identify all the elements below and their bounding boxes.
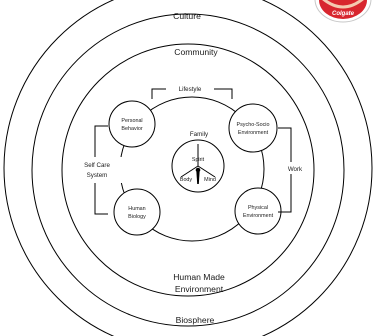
community-label: Community — [174, 47, 218, 57]
spirit-label: Spirit — [192, 157, 205, 163]
body-label: Body — [180, 177, 193, 183]
human-biology-label-line1: Human — [128, 206, 145, 212]
human-biology-node — [113, 188, 161, 236]
self-care-label-line2: System — [87, 172, 108, 179]
self-care-label-bg — [72, 157, 122, 183]
psycho-socio-label-line1: Psycho-Socio — [237, 122, 270, 128]
personal-behavior-label-line1: Personal — [121, 118, 142, 124]
personal-behavior-node — [108, 100, 156, 148]
biosphere-label: Biosphere — [176, 315, 215, 325]
human-biology-label-line2: Biology — [128, 214, 146, 220]
physical-environment-label-line2: Environment — [243, 213, 274, 219]
family-label: Family — [190, 131, 209, 138]
psycho-socio-node — [228, 103, 278, 153]
work-label-bg — [283, 162, 307, 174]
mind-label: Mind — [204, 177, 216, 183]
physical-environment-node — [234, 187, 282, 235]
work-label: Work — [288, 166, 303, 173]
self-care-label-line1: Self Care — [84, 162, 110, 169]
person-icon — [180, 144, 216, 184]
colgate-logo-text: Colgate — [332, 11, 355, 17]
lifestyle-label-bg — [166, 83, 214, 94]
personal-behavior-label-line2: Behavior — [121, 126, 142, 132]
colgate-logo: Colgate — [314, 0, 372, 23]
lifestyle-label: Lifestyle — [179, 86, 202, 93]
human-made-label-line1: Human Made — [173, 272, 225, 282]
physical-environment-label-line1: Physical — [248, 205, 268, 211]
human-made-label-line2: Environment — [175, 284, 224, 294]
culture-label: Culture — [173, 11, 201, 21]
psycho-socio-label-line2: Environment — [238, 130, 269, 136]
